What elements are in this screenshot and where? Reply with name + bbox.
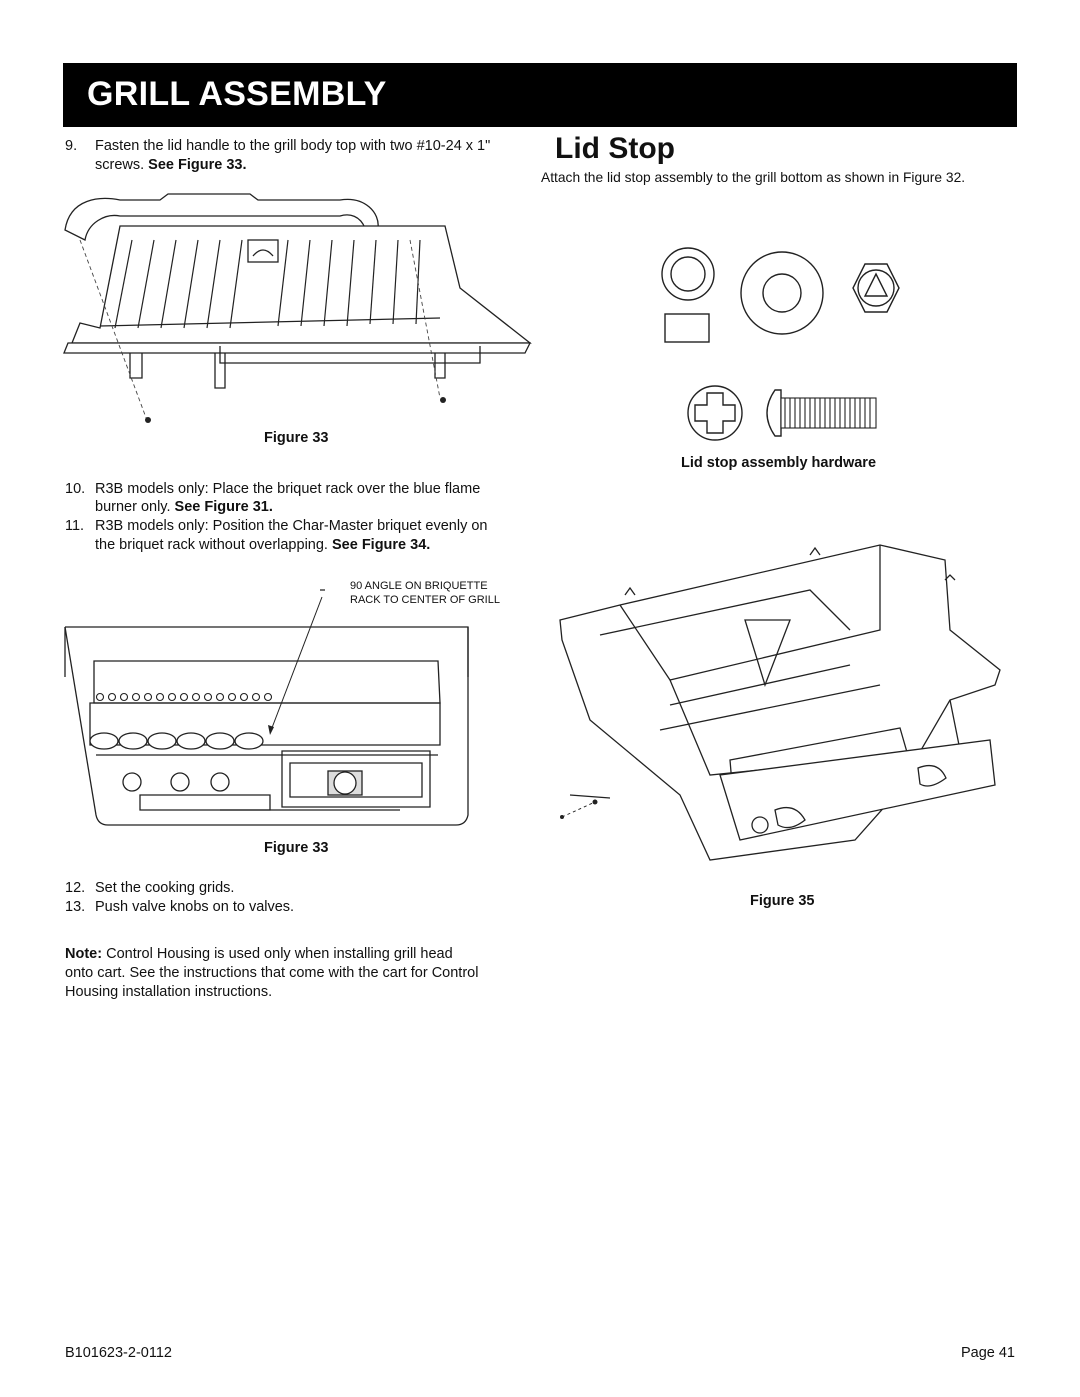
section-title: GRILL ASSEMBLY [87,75,387,113]
note-line3: Housing installation instructions. [65,984,273,1000]
briquet-rack-figure [64,589,469,826]
note-line2: onto cart. See the instructions that com… [65,965,479,981]
note-line1: Note: Control Housing is used only when … [65,946,453,962]
lid-stop-intro: Attach the lid stop assembly to the gril… [541,170,966,185]
step-9-line2: screws. See Figure 33. [95,157,247,173]
figure-33-caption-b: Figure 33 [264,840,329,856]
figure-35-caption: Figure 35 [750,893,815,909]
step-9-figure-ref: See Figure 33. [148,157,247,173]
page-number: Page 41 [960,1345,1015,1361]
section-banner: GRILL ASSEMBLY [63,63,1017,127]
document-number: B101623-2-0112 [65,1345,172,1361]
step-11-line2: the briquet rack without overlapping. Se… [95,537,431,553]
step-9-number: 9. [65,138,78,154]
note-label: Note: [65,946,103,962]
callout-line2: RACK TO CENTER OF GRILL [350,594,500,606]
hardware-illustration [661,247,900,441]
grill-bottom-figure [559,544,1001,861]
step-9-line1: Fasten the lid handle to the grill body … [95,138,491,154]
hardware-caption: Lid stop assembly hardware [681,455,877,471]
step-10-number: 10. [65,481,86,497]
step-10-line2: burner only. See Figure 31. [95,499,273,515]
step-12-text: Set the cooking grids. [95,880,235,896]
step-10-figure-ref: See Figure 31. [174,499,273,515]
step-11-line1: R3B models only: Position the Char-Maste… [95,518,488,534]
step-13-text: Push valve knobs on to valves. [95,899,295,915]
callout-line1: 90 ANGLE ON BRIQUETTE [350,580,488,592]
step-11-figure-ref: See Figure 34. [331,537,431,553]
lid-stop-heading: Lid Stop [555,132,675,165]
step-10-line1: R3B models only: Place the briquet rack … [95,481,481,497]
step-13-number: 13. [65,899,86,915]
lid-handle-figure [63,193,532,424]
step-11-number: 11. [65,518,85,534]
step-12-number: 12. [65,880,86,896]
figure-33-caption-a: Figure 33 [264,430,329,446]
